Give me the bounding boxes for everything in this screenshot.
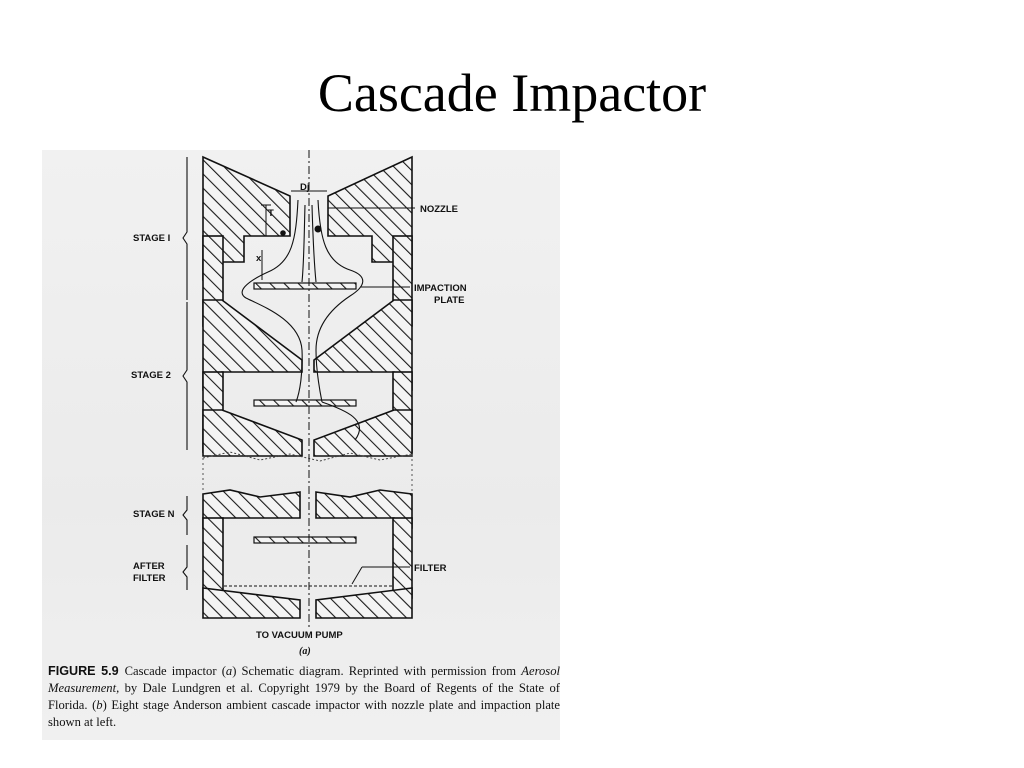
caption-italic-a: a bbox=[225, 664, 233, 678]
stage-n-housing bbox=[202, 489, 413, 619]
label-after: AFTER bbox=[133, 561, 165, 572]
label-vacuum: TO VACUUM PUMP bbox=[256, 630, 343, 641]
label-plate: PLATE bbox=[434, 295, 464, 306]
caption-text-4: ) Eight stage Anderson ambient cascade i… bbox=[48, 698, 560, 729]
figure-number: FIGURE 5.9 bbox=[48, 664, 119, 678]
caption-text-3: by Dale Lundgren et al. Copyright 1979 b… bbox=[48, 681, 560, 712]
particle bbox=[280, 230, 286, 236]
label-stage-1: STAGE I bbox=[133, 233, 170, 244]
dimension-marks bbox=[261, 190, 327, 280]
figure-caption: FIGURE 5.9 Cascade impactor (a) Schematic… bbox=[48, 663, 560, 731]
stage-braces bbox=[182, 157, 188, 590]
label-dj: Dj bbox=[300, 182, 310, 193]
stage-2-housing bbox=[202, 299, 413, 457]
label-panel-a: (a) bbox=[299, 646, 311, 657]
particle bbox=[314, 225, 322, 233]
break-lines bbox=[202, 451, 413, 492]
stage-1-housing bbox=[202, 155, 413, 327]
leader-lines bbox=[328, 207, 415, 585]
caption-italic-b: b bbox=[96, 698, 103, 712]
label-impaction: IMPACTION bbox=[414, 283, 467, 294]
label-x: x bbox=[256, 253, 262, 264]
label-filter: FILTER bbox=[414, 563, 447, 574]
label-stage-n: STAGE N bbox=[133, 509, 175, 520]
caption-text-1: Cascade impactor ( bbox=[124, 664, 226, 678]
impaction-plates bbox=[253, 282, 357, 544]
label-after-filter: FILTER bbox=[133, 573, 166, 584]
label-stage-2: STAGE 2 bbox=[131, 370, 171, 381]
caption-text-2: ) Schematic diagram. Reprinted with perm… bbox=[232, 664, 522, 678]
streamlines bbox=[241, 199, 364, 441]
label-t: T bbox=[268, 208, 274, 219]
caption-book-title: Aerosol Measurement, bbox=[48, 664, 560, 695]
slide-title: Cascade Impactor bbox=[317, 63, 707, 123]
label-nozzle: NOZZLE bbox=[420, 204, 458, 215]
